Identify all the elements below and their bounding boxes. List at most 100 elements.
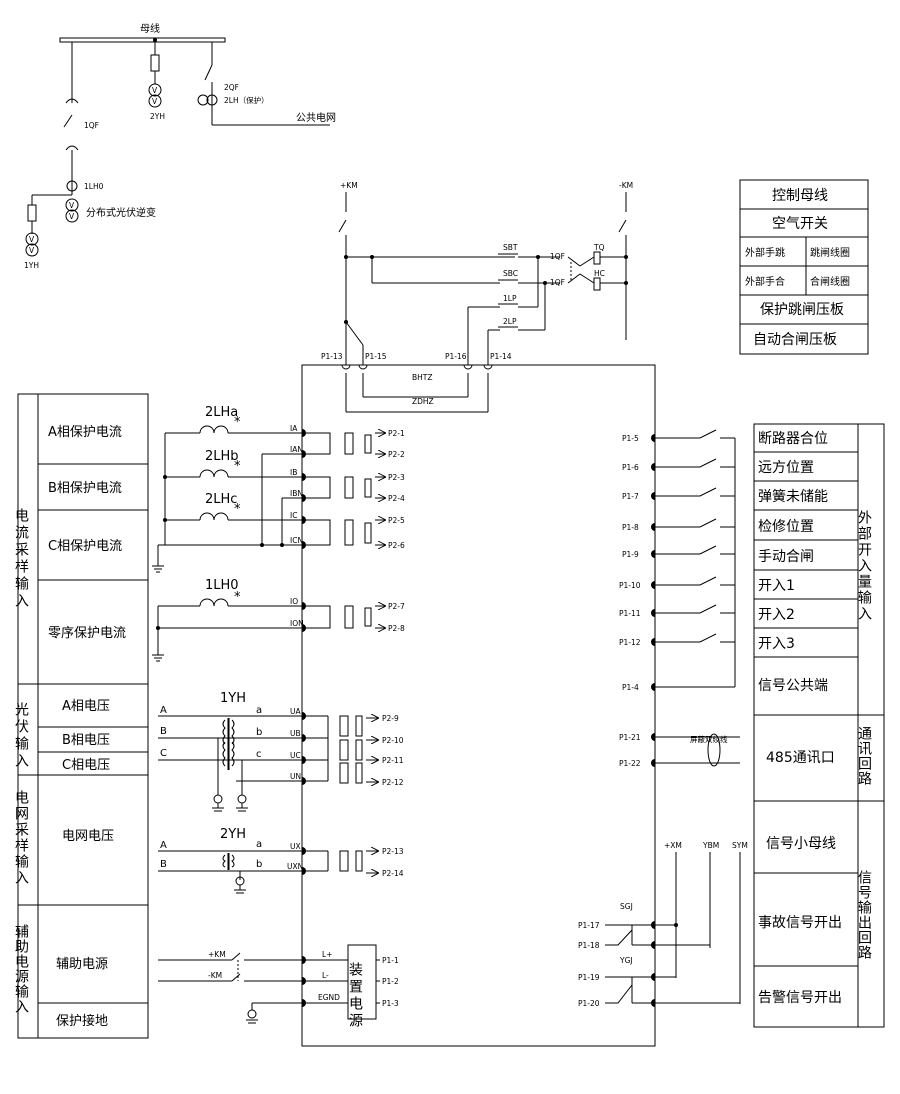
ct-lh0: [66, 180, 78, 192]
ct-label: 2LHa: [205, 405, 238, 420]
svg-text:P1-13: P1-13: [321, 352, 343, 361]
signal-group-title: 信号输出回路: [856, 870, 872, 960]
svg-text:P1-8: P1-8: [622, 523, 639, 532]
di-label: 开入1: [758, 578, 795, 594]
svg-text:P2-3: P2-3: [388, 473, 405, 482]
svg-text:P1-6: P1-6: [622, 463, 639, 472]
busbar: [59, 37, 226, 43]
tq-label: TQ: [593, 243, 605, 252]
svg-text:L-: L-: [322, 971, 329, 980]
sbt-label: SBT: [503, 243, 518, 252]
di-dots: [651, 434, 655, 691]
digital-inputs: P1-5 P1-6 P1-7 P1-8 P1-9 P1-10 P1-11 P1-…: [619, 423, 885, 716]
di-switches: [655, 429, 736, 688]
row-label: C相保护电流: [48, 539, 122, 554]
row-label: 电网电压: [62, 829, 114, 844]
signal-label: 告警信号开出: [758, 990, 842, 1006]
pkm-label: +KM: [340, 181, 358, 190]
svg-text:P1-10: P1-10: [619, 581, 641, 590]
svg-text:P1-14: P1-14: [490, 352, 512, 361]
svg-text:P1-5: P1-5: [622, 434, 639, 443]
svg-text:P1-9: P1-9: [622, 550, 639, 559]
svg-text:UC: UC: [290, 751, 301, 760]
control-circuit: +KM -KM SBT SBC 1QF 1QF TQ HC: [321, 181, 633, 413]
svg-text:YGJ: YGJ: [619, 956, 633, 965]
signal-label: 事故信号开出: [758, 915, 842, 931]
comm-section: P1-21 P1-22 屏蔽双绞线 485通讯口 通讯回路: [619, 714, 885, 802]
svg-text:+XM: +XM: [664, 841, 682, 850]
svg-text:B: B: [160, 859, 167, 870]
row-label: 辅助电源: [56, 957, 108, 972]
pt-label: 1YH: [220, 691, 246, 706]
svg-text:P2-13: P2-13: [382, 847, 404, 856]
di-label: 信号公共端: [758, 678, 828, 694]
di-label: 开入3: [758, 636, 795, 652]
busbar-title: 母线: [140, 22, 160, 35]
row-label: A相电压: [62, 699, 110, 714]
row-label: B相电压: [62, 733, 110, 748]
ct-label: 2LHb: [205, 449, 239, 464]
sbc-label: SBC: [503, 269, 518, 278]
ct-label: 2LHc: [205, 492, 237, 507]
svg-text:P2-12: P2-12: [382, 778, 404, 787]
lp1-label: 1LP: [503, 294, 517, 303]
psu-box: [347, 944, 377, 1020]
svg-text:*: *: [234, 590, 241, 605]
svg-text:P2-10: P2-10: [382, 736, 404, 745]
comm-group-title: 通讯回路: [856, 726, 872, 786]
svg-text:P1-7: P1-7: [622, 492, 639, 501]
di-label: 检修位置: [758, 519, 814, 535]
svg-text:V: V: [69, 212, 75, 221]
svg-text:P1-19: P1-19: [578, 973, 600, 982]
svg-text:P1-11: P1-11: [619, 609, 641, 618]
svg-text:A: A: [160, 705, 167, 716]
svg-text:V: V: [29, 235, 35, 244]
svg-text:-KM: -KM: [208, 971, 222, 980]
svg-text:P2-1: P2-1: [388, 429, 405, 438]
svg-text:IBN: IBN: [290, 489, 303, 498]
svg-text:1QF: 1QF: [550, 278, 565, 287]
row-label: A相保护电流: [48, 425, 122, 440]
current-terminal-dots: [302, 429, 306, 632]
svg-text:V: V: [69, 201, 75, 210]
svg-text:*: *: [234, 415, 241, 430]
left-panel: 电流采样输入 光伏输入 电网采样输入 辅助电源输入 A相保护电流 B相保护电流 …: [13, 393, 149, 1039]
svg-text:YBM: YBM: [702, 841, 719, 850]
di-label: 远方位置: [758, 460, 814, 476]
nkm-label: -KM: [619, 181, 633, 190]
svg-text:P2-8: P2-8: [388, 624, 405, 633]
svg-text:V: V: [152, 97, 158, 106]
cable-label: 屏蔽双绞线: [690, 734, 728, 744]
svg-text:ICN: ICN: [290, 536, 303, 545]
svg-text:UX: UX: [290, 842, 301, 851]
di-label: 断路器合位: [758, 431, 828, 447]
svg-text:1QF: 1QF: [550, 252, 565, 261]
svg-text:B: B: [160, 726, 167, 737]
legend-item: 自动合闸压板: [753, 332, 837, 348]
svg-text:a: a: [256, 839, 262, 850]
legend-item: 外部手合: [745, 275, 785, 288]
qf1-label: 1QF: [84, 121, 99, 130]
voltage-inputs: 1YH 2YH A B C A B a b c a b: [158, 691, 404, 894]
svg-text:P2-5: P2-5: [388, 516, 405, 525]
busbar-section: 母线 1QF 1LH0 V V 1YH V V 分布式光伏逆变 V V 2YH: [24, 22, 336, 270]
svg-text:P1-4: P1-4: [622, 683, 639, 692]
voltage-terminal-dots: [302, 712, 306, 875]
group-title: 电网采样输入: [13, 790, 29, 886]
bhtz-label: BHTZ: [412, 373, 433, 382]
svg-text:SYM: SYM: [732, 841, 748, 850]
svg-text:P1-3: P1-3: [382, 999, 399, 1008]
row-label: 保护接地: [56, 1013, 108, 1029]
group-title: 电流采样输入: [13, 508, 29, 610]
row-label: C相电压: [62, 758, 110, 773]
device-box: [301, 364, 656, 1047]
zdhz-label: ZDHZ: [412, 397, 434, 406]
svg-text:P1-17: P1-17: [578, 921, 600, 930]
row-label: B相保护电流: [48, 481, 122, 496]
svg-text:+KM: +KM: [208, 950, 226, 959]
yh2-label: 2YH: [150, 112, 165, 121]
svg-text:P2-11: P2-11: [382, 756, 404, 765]
svg-text:P1-16: P1-16: [445, 352, 467, 361]
row-label: 零序保护电流: [48, 626, 126, 641]
lp2-label: 2LP: [503, 317, 517, 326]
